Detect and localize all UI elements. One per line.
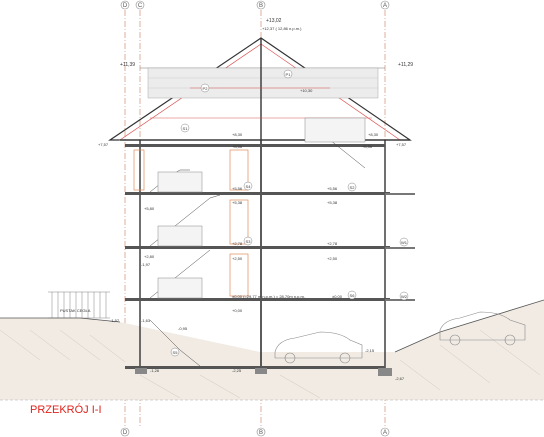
tag-w1: W1 [401,240,408,245]
axis-label-b-bottom: B [259,430,263,436]
foundation [135,368,392,376]
level-l7-right: +7,57 [396,142,407,147]
level-sub-l2: -1,63 [141,318,151,323]
tag-s2: S2 [350,185,356,190]
level-a2: +5,80 [144,206,155,211]
staircase [149,169,221,367]
terrace-label: PUSTAK CEGŁA [60,308,91,313]
level-ridge: +13,02 [266,18,282,24]
attic-stair [304,117,366,169]
tag-s5: S5 [173,350,179,355]
level-l1: ±0,00 [332,294,343,299]
terrain [0,299,544,401]
level-l2b: +2,50 [232,256,243,261]
tag-bubbles [170,69,409,357]
axis-markers: D C B A D B A [120,0,390,437]
floor-slabs [125,144,390,369]
level-ground-right: -2,67 [395,376,405,381]
tag-labels: P1 P2 S1 S2 S3 S4 S5 S6 W1 W2 [173,72,408,355]
level-fl-r2: +2,50 [327,256,338,261]
balconies [385,193,415,301]
tag-s3: S3 [246,239,252,244]
level-ridge-sub: +12,37 ( 12,86 n.p.m.) [262,26,302,31]
level-eave-right: +11,29 [398,62,413,68]
axis-label-a-bottom: A [383,430,387,436]
level-top-floor-right: +8,56 [362,144,373,149]
tag-p1: P1 [286,72,292,77]
level-fl-r3: +0,00 [232,308,243,313]
axis-label-d-top: D [123,3,128,9]
cars [274,311,526,364]
level-a1: +8,30 [368,132,379,137]
roof [108,37,412,141]
tag-s6: S6 [350,293,356,298]
fence-left [48,291,110,319]
level-garage: -2,25 [232,368,242,373]
level-l2: +2,78 [232,241,243,246]
level-garage2: -2,15 [365,348,375,353]
level-ext: -1,26 [150,368,160,373]
level-l1-full: ±0,00 (=29,77 m n.p.m.) = 28,70m n.p.m. [232,294,305,299]
level-labels: +13,02 +12,37 ( 12,86 n.p.m.) +11,39 +11… [60,18,413,381]
level-ground-left: -1,57 [110,318,120,323]
level-sub-l: -1,97 [141,262,151,267]
level-eave-left: +11,39 [120,62,135,68]
axis-label-b-top: B [259,3,263,9]
tag-s4: S4 [246,184,252,189]
axis-label-a-top: A [383,3,387,9]
doors [133,149,249,297]
axis-label-d-bottom: D [123,430,128,436]
axis-label-c-top: C [138,3,143,9]
tag-w2: W2 [401,294,408,299]
level-fl-r1: +5,56 [327,186,338,191]
level-l7: +7,57 [98,142,109,147]
level-l3: +5,56 [232,186,243,191]
level-l3b: +5,38 [232,200,243,205]
level-top-floor: +8,56 [232,144,243,149]
tag-p2: P2 [203,86,209,91]
level-a3: +2,80 [144,254,155,259]
level-attic: +10,30 [300,88,313,93]
drawing-title: PRZEKRÓJ I-I [30,403,102,416]
tag-s1: S1 [183,126,189,131]
level-l2-right: +2,78 [327,241,338,246]
earth-hatch [0,329,541,399]
level-l3b-right: +5,38 [327,200,338,205]
level-stair1: -0,95 [178,326,188,331]
level-a1-center: +8,30 [232,132,243,137]
